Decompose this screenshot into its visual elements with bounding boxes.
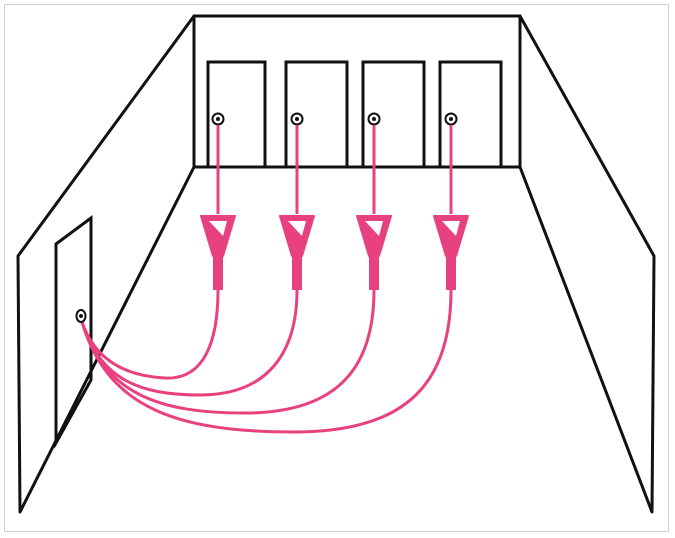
funnel-connector-icon — [200, 215, 236, 290]
lower-cables — [80, 288, 453, 434]
funnel-connector-icon — [279, 215, 315, 290]
side-door — [54, 215, 93, 449]
back-wall — [192, 14, 522, 169]
connectors — [200, 215, 469, 290]
keyholes — [211, 112, 458, 126]
keyhole-icon — [444, 112, 458, 126]
cable-curve — [80, 288, 376, 415]
right-wall — [518, 14, 656, 514]
room-walls — [16, 14, 656, 514]
left-wall — [16, 14, 196, 514]
back-door-3 — [361, 60, 426, 169]
keyhole-icon — [75, 309, 87, 323]
back-door-1 — [206, 60, 267, 169]
diagram-frame — [4, 4, 669, 532]
keyhole-icon — [290, 112, 304, 126]
funnel-connector-icon — [356, 215, 392, 290]
upper-cables — [216, 125, 453, 214]
funnel-connector-icon — [433, 215, 469, 290]
back-door-2 — [284, 60, 349, 169]
keyhole-icon — [367, 112, 381, 126]
cable-curve — [80, 288, 220, 380]
cable-curve — [80, 288, 453, 434]
keyhole-icon — [211, 112, 225, 126]
back-door-4 — [438, 60, 503, 169]
cable-curve — [80, 288, 299, 397]
back-doors — [206, 60, 503, 169]
